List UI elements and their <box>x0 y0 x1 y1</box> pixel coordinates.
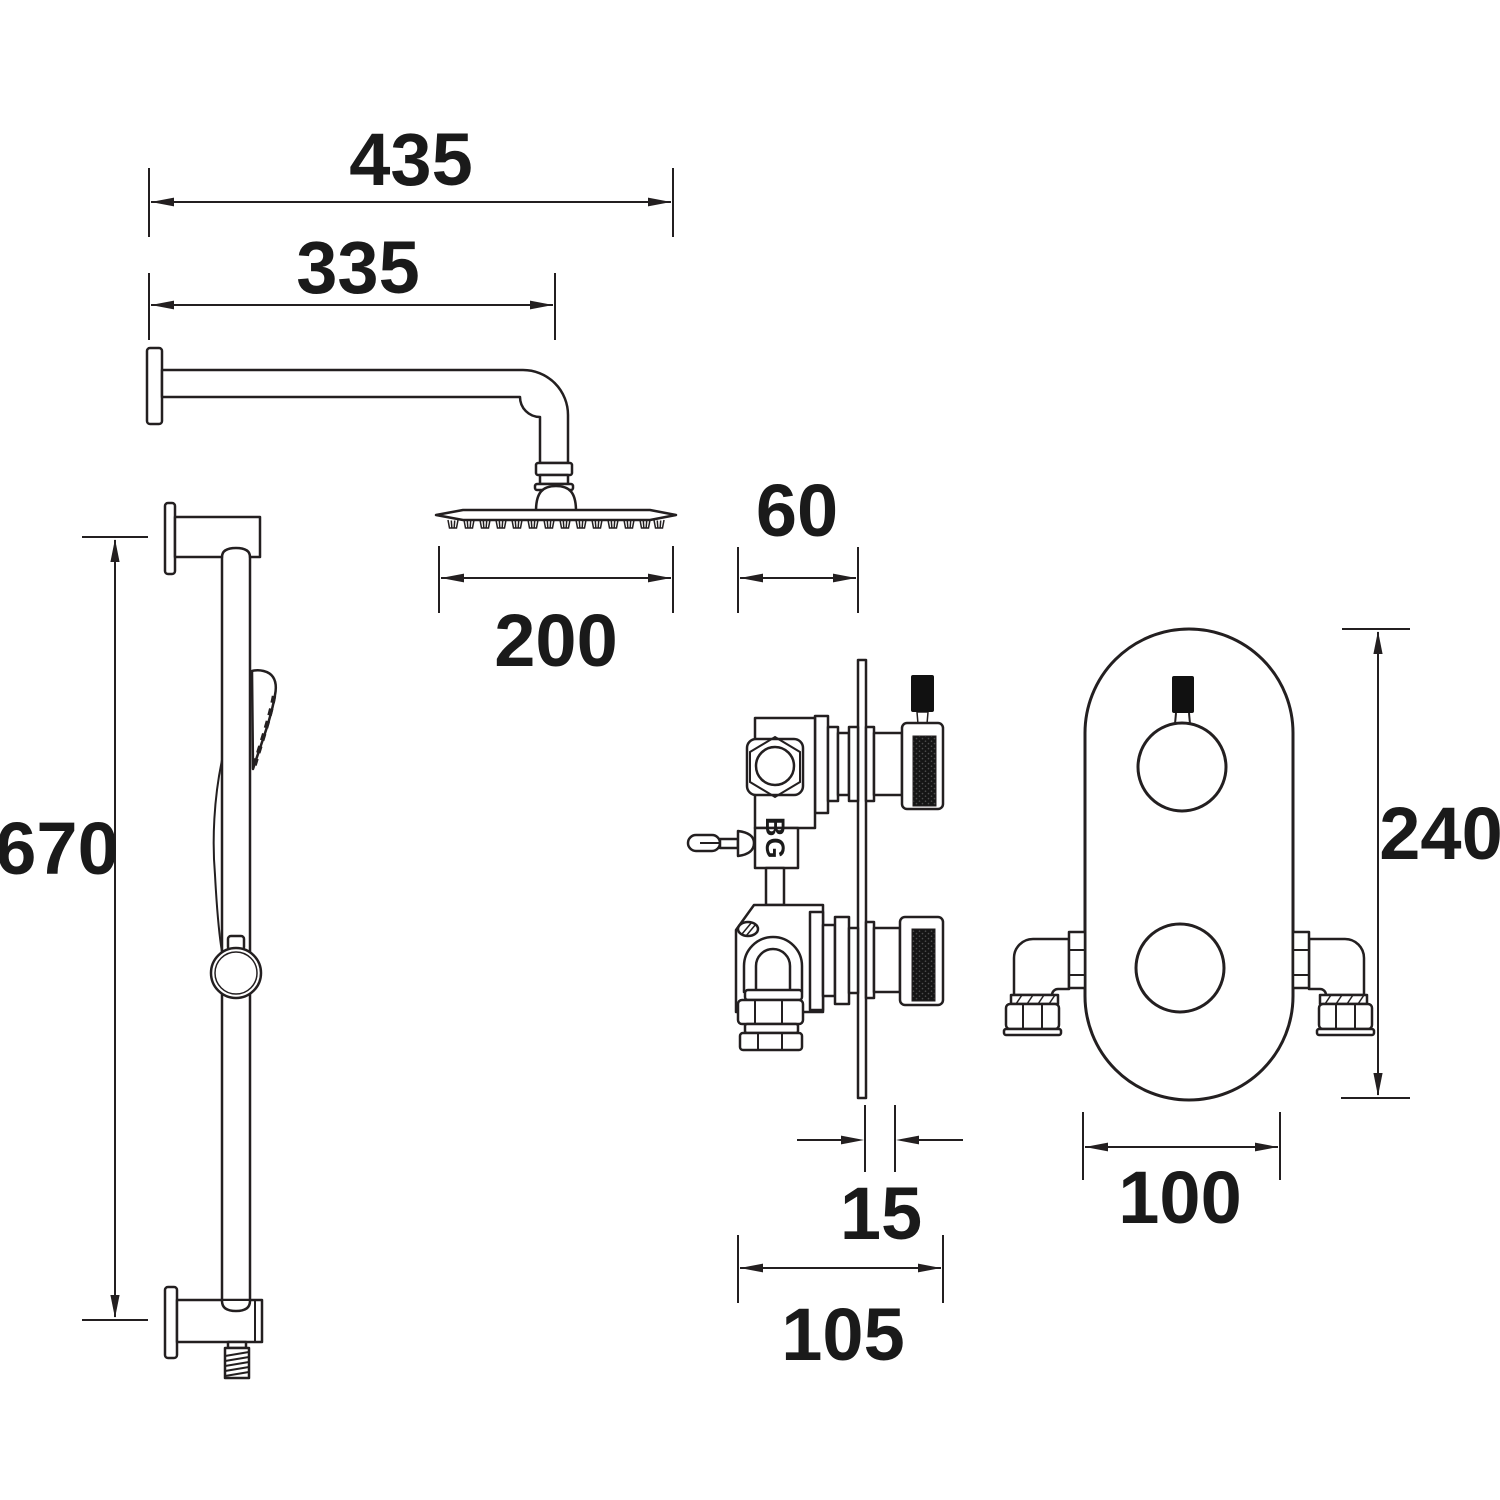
valve-front-view: 240 100 <box>1002 627 1500 1239</box>
dim-label-335: 335 <box>296 226 419 309</box>
valve-wall-plate-side <box>856 658 868 1100</box>
dim-label-15: 15 <box>840 1172 922 1255</box>
flow-knob-side <box>864 915 945 1007</box>
valve-body-neck <box>764 866 786 907</box>
slider-clamp <box>209 934 263 1000</box>
dim-label-200: 200 <box>494 599 617 682</box>
slide-rail-view: 670 <box>0 501 278 1380</box>
slide-rail-tube <box>220 555 252 1303</box>
dimension-arm-reach-centre: 335 <box>148 226 556 340</box>
rail-bottom-outlet <box>175 1298 264 1344</box>
dimension-rail-length: 670 <box>0 536 148 1321</box>
dimension-arm-reach-total: 435 <box>148 118 674 237</box>
dim-label-240: 240 <box>1379 792 1500 875</box>
flow-knob-front <box>1134 922 1226 1014</box>
top-inlet-fitting <box>745 735 805 799</box>
temp-knob-side <box>864 675 945 811</box>
temp-knob-pointer-front <box>1172 676 1194 713</box>
shower-arm <box>160 368 570 465</box>
handset-handle <box>212 759 223 953</box>
temp-knob-front <box>1136 676 1228 813</box>
inlet-elbow-left <box>1002 930 1087 1037</box>
rail-bottom-flange <box>163 1285 179 1360</box>
diverter-lever <box>686 829 756 858</box>
rail-top-flange <box>163 501 177 576</box>
overhead-shower-arm-view: 435 335 <box>145 118 678 682</box>
dim-label-100: 100 <box>1118 1156 1241 1239</box>
shower-head <box>434 508 678 522</box>
bg-marking: BG <box>760 817 790 860</box>
dim-label-105: 105 <box>781 1293 904 1376</box>
handset-spray-face <box>251 695 277 768</box>
handset-head <box>250 669 278 771</box>
compression-fitting <box>736 988 805 1052</box>
lower-cartridge-stack <box>808 910 860 1012</box>
dimension-overall-depth: 105 <box>737 1235 944 1376</box>
arm-wall-flange <box>145 346 164 426</box>
inlet-elbow-right <box>1291 930 1376 1037</box>
temp-knob-pointer-side <box>911 675 934 712</box>
valve-side-view: 60 BG <box>686 469 963 1376</box>
screw-head <box>736 920 760 938</box>
dimension-head-diameter: 200 <box>438 546 674 682</box>
head-bell-cone <box>534 484 578 513</box>
dimension-plate-width: 100 <box>1082 1112 1281 1239</box>
dim-label-435: 435 <box>349 118 472 201</box>
dimension-recess-depth: 60 <box>737 469 859 613</box>
hose-connector <box>223 1340 251 1380</box>
dimension-plate-height: 240 <box>1341 628 1500 1099</box>
rail-top-bracket <box>173 515 262 559</box>
dimension-plate-depth: 15 <box>797 1105 963 1255</box>
upper-cartridge-stack <box>813 714 860 815</box>
dim-label-60: 60 <box>756 469 838 552</box>
dim-label-670: 670 <box>0 807 119 890</box>
inlet-pipe-loop <box>742 935 804 994</box>
